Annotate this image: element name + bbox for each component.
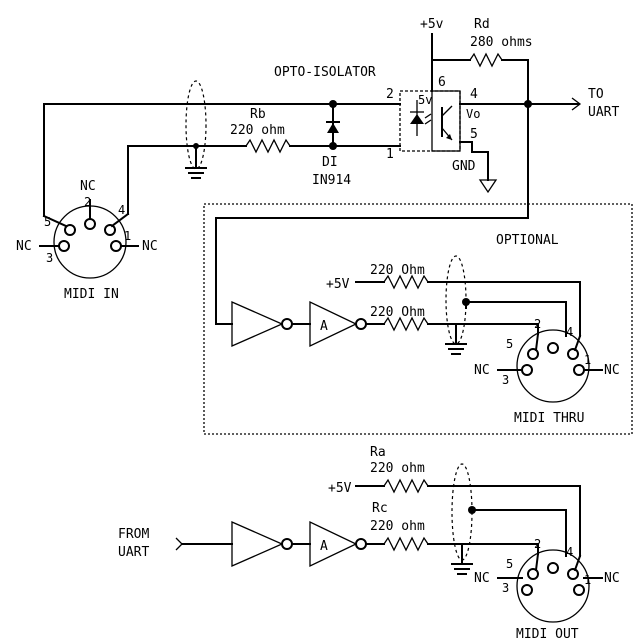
- midi-in-connector: [39, 199, 139, 279]
- midi-in-label: MIDI IN: [64, 287, 119, 302]
- opto-5v-label: 5v: [418, 93, 432, 107]
- opto-pin1: 1: [386, 147, 394, 162]
- rb-value-label: 220 ohm: [230, 123, 285, 138]
- midi-thru-label: MIDI THRU: [514, 411, 584, 426]
- midi-in-pin3: 3: [46, 251, 53, 265]
- plus5v-top-label: +5v: [420, 17, 444, 32]
- thru-gate-a-label: A: [320, 319, 328, 334]
- midi-in-wiring: [43, 80, 401, 217]
- to-uart-label-1: TO: [588, 87, 604, 102]
- out-rc-value-label: 220 ohm: [370, 519, 425, 534]
- thru-nc-left: NC: [474, 363, 490, 378]
- out-pin1: 1: [584, 573, 591, 587]
- opto-gnd-label: GND: [452, 159, 476, 174]
- rd-resistor-network: [431, 33, 582, 207]
- from-uart-label-2: UART: [118, 545, 149, 560]
- thru-pin1: 1: [584, 353, 591, 367]
- thru-nc-right: NC: [604, 363, 620, 378]
- optional-box: [203, 203, 633, 435]
- opto-pin2: 2: [386, 87, 394, 102]
- thru-r1-label: 220 Ohm: [370, 263, 425, 278]
- opto-pin5: 5: [470, 127, 478, 142]
- opto-vo-label: Vo: [466, 107, 480, 121]
- midi-out-label: MIDI OUT: [516, 627, 579, 642]
- out-ra-label: Ra: [370, 445, 386, 460]
- out-pin4: 4: [566, 545, 573, 559]
- labels: +5v Rd 280 ohms OPTO-ISOLATOR 6 4 2 1 5 …: [16, 17, 620, 642]
- opto-isolator: [399, 53, 529, 153]
- thru-pin4: 4: [566, 325, 573, 339]
- midi-in-pin1: 1: [124, 229, 131, 243]
- out-nc-right: NC: [604, 571, 620, 586]
- out-ra-value-label: 220 ohm: [370, 461, 425, 476]
- opto-pin4: 4: [470, 87, 478, 102]
- thru-r2-label: 220 Ohm: [370, 305, 425, 320]
- opto-pin6: 6: [438, 75, 446, 90]
- rb-name-label: Rb: [250, 107, 266, 122]
- midi-thru-wiring: [215, 205, 581, 355]
- d1-value-label: IN914: [312, 173, 351, 188]
- midi-thru-connector: [497, 329, 603, 403]
- thru-plus5v-label: +5V: [326, 277, 350, 292]
- thru-pin2: 2: [534, 317, 541, 331]
- out-nc-left: NC: [474, 571, 490, 586]
- midi-in-nc-right: NC: [142, 239, 158, 254]
- out-pin5: 5: [506, 557, 513, 571]
- opto-title-label: OPTO-ISOLATOR: [274, 65, 376, 80]
- to-uart-label-2: UART: [588, 105, 619, 120]
- midi-in-nc-left: NC: [16, 239, 32, 254]
- midi-in-pin2: 2: [84, 195, 91, 209]
- optional-label: OPTIONAL: [496, 233, 559, 248]
- out-rc-label: Rc: [372, 501, 388, 516]
- thru-pin3: 3: [502, 373, 509, 387]
- rd-value-label: 280 ohms: [470, 35, 533, 50]
- midi-out-wiring: [175, 463, 581, 575]
- opto-ground: [471, 151, 498, 194]
- midi-in-nc-top: NC: [80, 179, 96, 194]
- midi-in-pin4: 4: [118, 203, 125, 217]
- midi-in-pin5: 5: [44, 215, 51, 229]
- out-pin3: 3: [502, 581, 509, 595]
- out-gate-a-label: A: [320, 539, 328, 554]
- out-pin2: 2: [534, 537, 541, 551]
- rd-name-label: Rd: [474, 17, 490, 32]
- midi-out-connector: [497, 549, 603, 623]
- from-uart-label-1: FROM: [118, 527, 149, 542]
- d1-name-label: DI: [322, 155, 338, 170]
- thru-pin5: 5: [506, 337, 513, 351]
- out-plus5v-label: +5V: [328, 481, 352, 496]
